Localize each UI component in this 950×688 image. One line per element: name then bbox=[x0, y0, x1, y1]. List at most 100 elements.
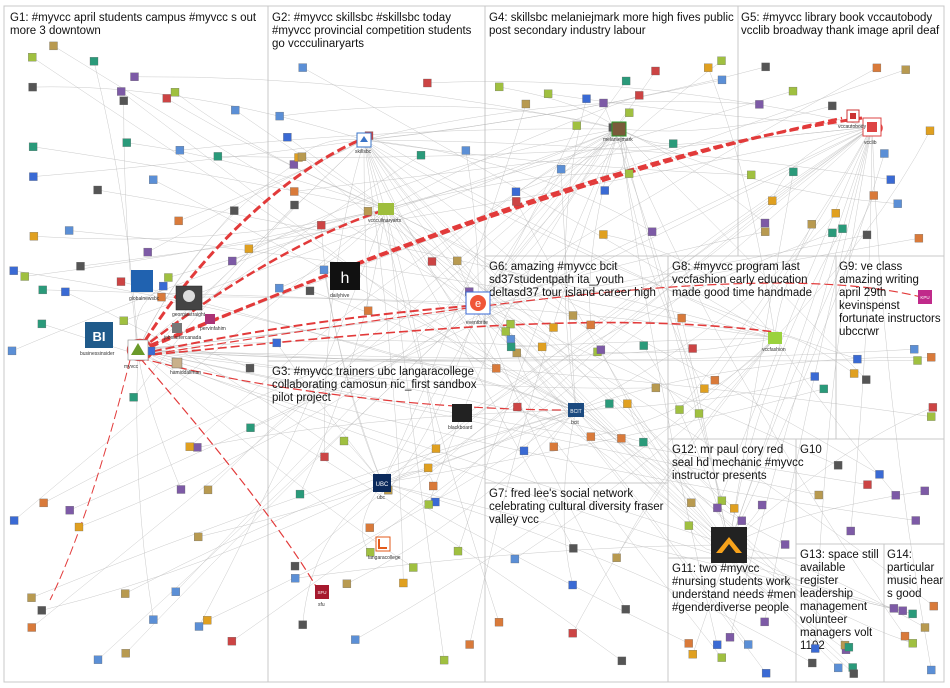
node-avatar[interactable] bbox=[717, 496, 727, 505]
node-avatar[interactable] bbox=[621, 76, 631, 86]
node-avatar[interactable] bbox=[20, 272, 29, 281]
node-avatar[interactable] bbox=[757, 500, 767, 510]
node-avatar[interactable] bbox=[64, 226, 74, 235]
node-vccfashion[interactable]: vccfashion bbox=[762, 332, 786, 353]
node-avatar[interactable] bbox=[363, 207, 373, 216]
node-avatar[interactable] bbox=[363, 306, 373, 315]
node-avatar[interactable] bbox=[453, 256, 462, 266]
node-avatar[interactable] bbox=[849, 669, 858, 678]
node-myvcc[interactable]: myvcc bbox=[124, 339, 149, 370]
node-avatar[interactable] bbox=[768, 196, 777, 205]
node-avatar[interactable] bbox=[176, 485, 186, 494]
node-avatar[interactable] bbox=[651, 383, 661, 393]
node-avatar[interactable] bbox=[427, 257, 437, 266]
node-avatar[interactable] bbox=[617, 434, 626, 443]
node-avatar[interactable] bbox=[39, 498, 48, 508]
node-langaracollege[interactable]: langaracollege bbox=[368, 536, 401, 561]
node-avatar[interactable] bbox=[908, 609, 917, 619]
node-avatar[interactable] bbox=[116, 277, 126, 286]
node-avatar[interactable] bbox=[203, 616, 212, 625]
node-avatar[interactable] bbox=[431, 444, 441, 453]
node-avatar[interactable] bbox=[599, 98, 608, 108]
node-avatar[interactable] bbox=[599, 230, 608, 239]
node-avatar[interactable] bbox=[849, 369, 859, 378]
node-avatar[interactable] bbox=[814, 490, 823, 500]
node-avatar[interactable] bbox=[28, 82, 37, 92]
node-avatar[interactable] bbox=[290, 200, 299, 210]
node-avatar[interactable] bbox=[170, 88, 180, 97]
node-avatar[interactable] bbox=[900, 631, 910, 641]
node-avatar[interactable] bbox=[29, 232, 39, 241]
node-avatar[interactable] bbox=[424, 500, 433, 509]
node-avatar[interactable] bbox=[889, 604, 899, 613]
node-avatar[interactable] bbox=[513, 402, 522, 412]
node-avatar[interactable] bbox=[780, 540, 790, 549]
node-avatar[interactable] bbox=[159, 281, 168, 291]
node-avatar[interactable] bbox=[399, 578, 408, 588]
node-ubc[interactable]: UBC ubc bbox=[373, 474, 391, 501]
node-avatar[interactable] bbox=[429, 481, 438, 491]
node-avatar[interactable] bbox=[194, 622, 204, 631]
node-avatar[interactable] bbox=[320, 452, 329, 462]
node-bcit[interactable]: BCIT bcit bbox=[568, 403, 584, 426]
node-avatar[interactable] bbox=[704, 63, 713, 72]
node-avatar[interactable] bbox=[129, 393, 138, 402]
node-avatar[interactable] bbox=[808, 658, 817, 668]
node-blackboard[interactable]: blackboard bbox=[448, 404, 473, 431]
node-avatar[interactable] bbox=[543, 89, 553, 98]
node-avatar[interactable] bbox=[317, 221, 326, 230]
node-avatar[interactable] bbox=[297, 152, 307, 161]
node-avatar[interactable] bbox=[669, 139, 678, 148]
node-avatar[interactable] bbox=[755, 100, 764, 109]
node-avatar[interactable] bbox=[788, 86, 798, 96]
node-avatar[interactable] bbox=[272, 338, 281, 348]
node-avatar[interactable] bbox=[920, 486, 929, 496]
node-avatar[interactable] bbox=[423, 463, 433, 473]
node-avatar[interactable] bbox=[29, 172, 38, 181]
node-avatar[interactable] bbox=[893, 199, 902, 208]
node-avatar[interactable] bbox=[171, 587, 180, 596]
node-avatar[interactable] bbox=[717, 75, 727, 85]
node-avatar[interactable] bbox=[700, 384, 709, 393]
node-avatar[interactable] bbox=[928, 403, 938, 412]
node-avatar[interactable] bbox=[290, 187, 299, 196]
node-avatar[interactable] bbox=[880, 149, 889, 158]
node-avatar[interactable] bbox=[203, 485, 213, 495]
node-avatar[interactable] bbox=[684, 639, 693, 648]
node-avatar[interactable] bbox=[245, 363, 255, 373]
node-avatar[interactable] bbox=[744, 640, 753, 649]
node-avatar[interactable] bbox=[761, 227, 770, 236]
node-avatar[interactable] bbox=[185, 442, 194, 451]
node-avatar[interactable] bbox=[713, 640, 722, 649]
node-avatar[interactable] bbox=[927, 665, 936, 675]
node-avatar[interactable] bbox=[596, 345, 606, 354]
node-avatar[interactable] bbox=[572, 121, 581, 130]
node-melaniejmark[interactable]: melaniejmark bbox=[603, 121, 633, 143]
node-avatar[interactable] bbox=[819, 384, 828, 394]
node-eventbrite[interactable]: e eventbrite bbox=[465, 291, 491, 326]
node-vancouverbc-logo[interactable] bbox=[711, 527, 747, 563]
node-avatar[interactable] bbox=[600, 186, 609, 195]
node-avatar[interactable] bbox=[121, 649, 130, 658]
node-avatar[interactable] bbox=[624, 169, 634, 178]
node-avatar[interactable] bbox=[761, 669, 771, 678]
node-avatar[interactable] bbox=[93, 655, 103, 664]
node-avatar[interactable] bbox=[647, 227, 657, 236]
node-avatar[interactable] bbox=[149, 175, 158, 184]
node-avatar[interactable] bbox=[730, 504, 739, 513]
node-avatar[interactable] bbox=[275, 111, 284, 121]
node-avatar[interactable] bbox=[290, 561, 300, 571]
node-avatar[interactable] bbox=[568, 629, 577, 638]
node-avatar[interactable] bbox=[834, 663, 843, 673]
node-avatar[interactable] bbox=[688, 650, 697, 659]
node-avatar[interactable] bbox=[453, 546, 463, 556]
node-avatar[interactable] bbox=[423, 78, 432, 88]
node-sfu[interactable]: SFU sfu bbox=[315, 585, 329, 608]
node-avatar[interactable] bbox=[76, 262, 85, 271]
node-avatar[interactable] bbox=[725, 633, 735, 642]
node-avatar[interactable] bbox=[213, 152, 223, 161]
node-avatar[interactable] bbox=[74, 522, 84, 532]
node-avatar[interactable] bbox=[28, 142, 38, 151]
node-vcclib[interactable]: vcclib bbox=[862, 117, 882, 146]
node-avatar[interactable] bbox=[761, 62, 770, 72]
